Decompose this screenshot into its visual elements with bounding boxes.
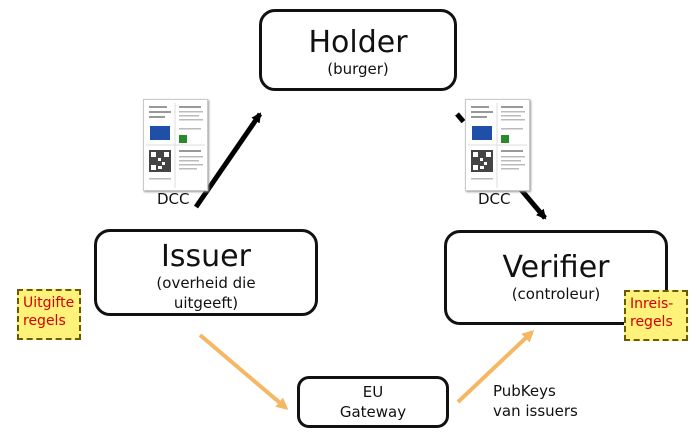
issuer-title: Issuer (161, 239, 251, 274)
eu-flag-icon (472, 126, 492, 140)
pubkeys-line2: van issuers (493, 402, 578, 421)
issuer-subtitle-line1: (overheid die (156, 274, 256, 292)
holder-title: Holder (308, 25, 408, 60)
dcc-label-left: DCC (157, 190, 190, 208)
verifier-subtitle: (controleur) (511, 285, 601, 303)
pubkeys-label: PubKeys van issuers (493, 381, 578, 422)
issuer-node: Issuer (overheid die uitgeeft) (94, 229, 318, 316)
dcc-certificate-icon (465, 99, 530, 191)
certificate-drawing (146, 103, 205, 188)
travel-rules-note: Inreis- regels (624, 290, 688, 341)
qr-code-icon (471, 150, 493, 172)
holder-node: Holder (burger) (259, 9, 457, 91)
eu-gateway-node: EU Gateway (297, 376, 449, 428)
pubkeys-line1: PubKeys (493, 382, 556, 400)
arrow-gateway-to-verifier (456, 329, 535, 404)
issuer-subtitle-line2: uitgeeft) (173, 294, 239, 313)
dcc-label-right: DCC (478, 190, 511, 208)
eu-flag-icon (150, 126, 170, 140)
issuance-rules-line1: Uitgifte (23, 295, 75, 311)
arrow-issuer-to-holder (193, 112, 263, 209)
issuance-rules-note: Uitgifte regels (17, 289, 81, 340)
travel-rules-line2: regels (630, 314, 673, 331)
travel-rules-line1: Inreis- (630, 296, 674, 312)
qr-code-icon (149, 150, 171, 172)
holder-subtitle: (burger) (327, 60, 389, 78)
arrow-issuer-to-gateway (198, 333, 289, 410)
certificate-drawing (468, 103, 527, 188)
gateway-line2: Gateway (339, 403, 407, 422)
dcc-certificate-icon (143, 99, 208, 191)
gateway-line1: EU (362, 383, 384, 401)
verifier-title: Verifier (502, 250, 610, 285)
issuance-rules-line2: regels (23, 313, 66, 330)
